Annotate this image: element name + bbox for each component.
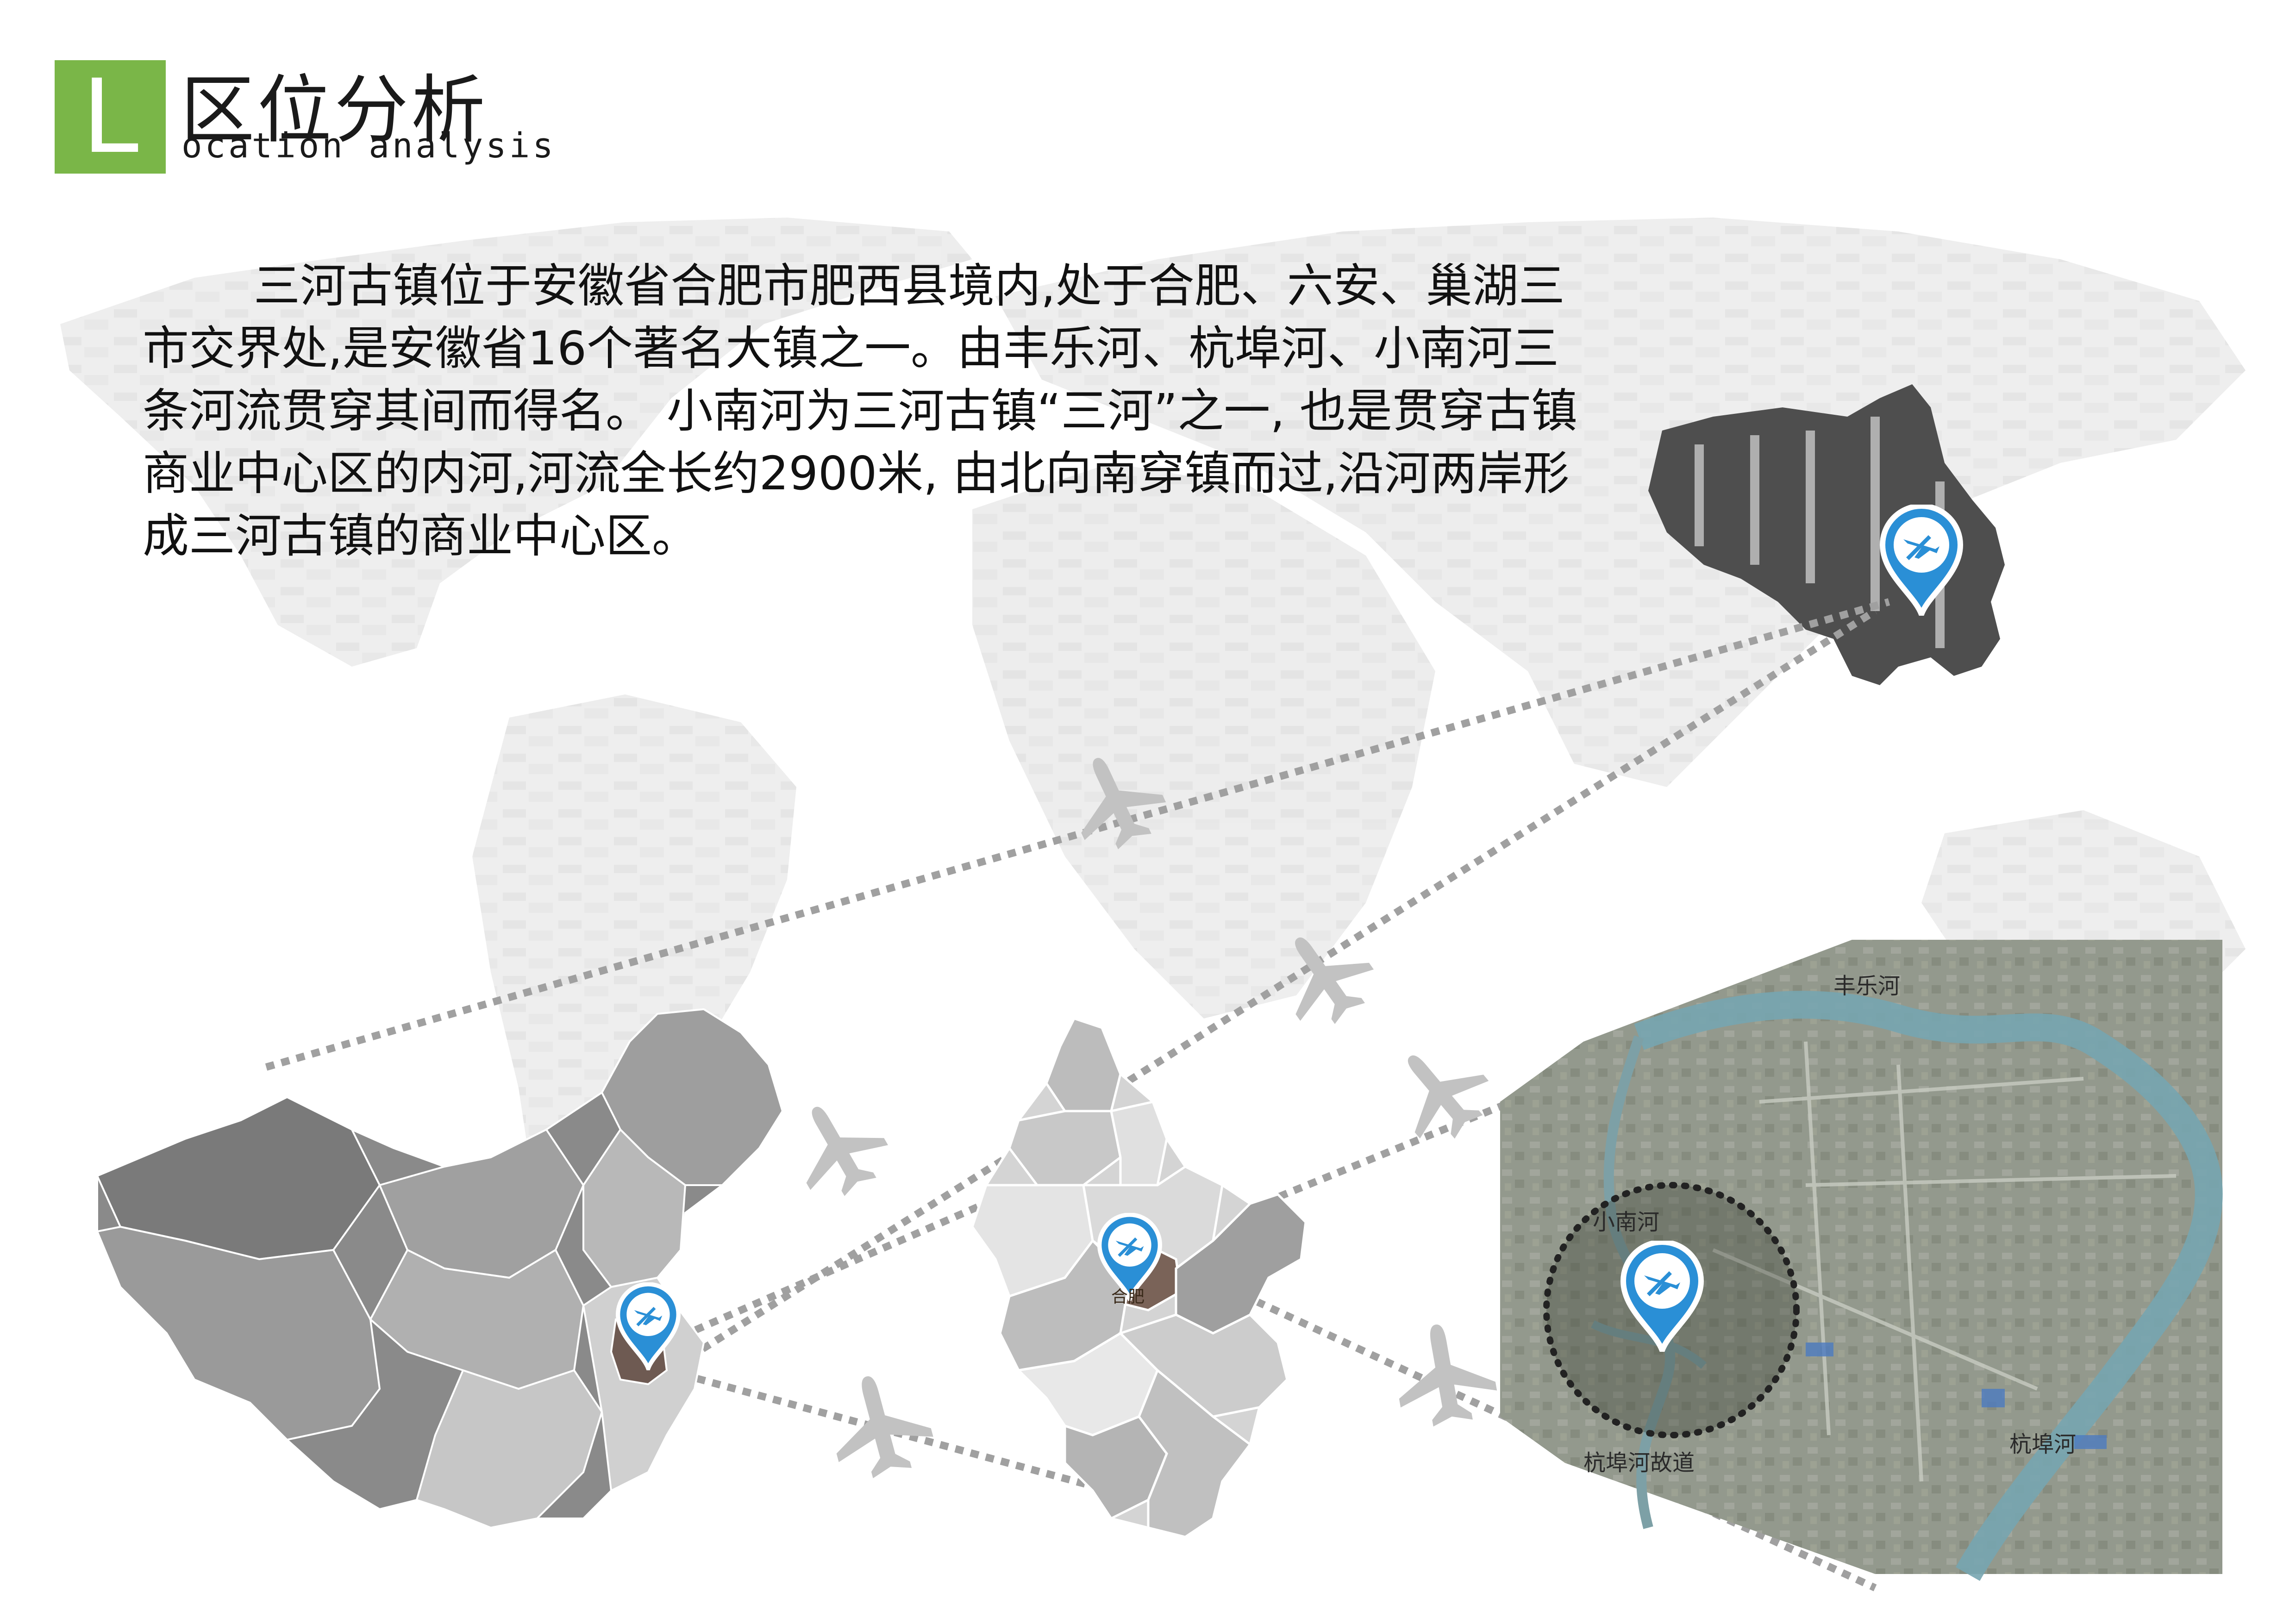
china-word-shape: [1648, 384, 2005, 685]
hangbu-river-label: 杭埠河: [2009, 1431, 2077, 1457]
satellite-map: [1500, 940, 2223, 1581]
china-map: [96, 1008, 784, 1529]
hefei-label: 合肥: [1111, 1287, 1145, 1306]
fengle-river-label: 丰乐河: [1833, 973, 1901, 999]
xiaonan-river-label: 小南河: [1593, 1209, 1660, 1235]
world-map-background: [60, 218, 2246, 1227]
location-description: 三河古镇位于安徽省合肥市肥西县境内,处于合肥、六安、巢湖三市交界处,是安徽省16…: [143, 259, 1577, 563]
page-title: 区位分析: [181, 67, 488, 153]
logo-letter-box: L: [55, 60, 166, 174]
hangbu-old-river-label: 杭埠河故道: [1583, 1450, 1695, 1476]
page-subtitle: ocation analysis: [181, 126, 556, 166]
